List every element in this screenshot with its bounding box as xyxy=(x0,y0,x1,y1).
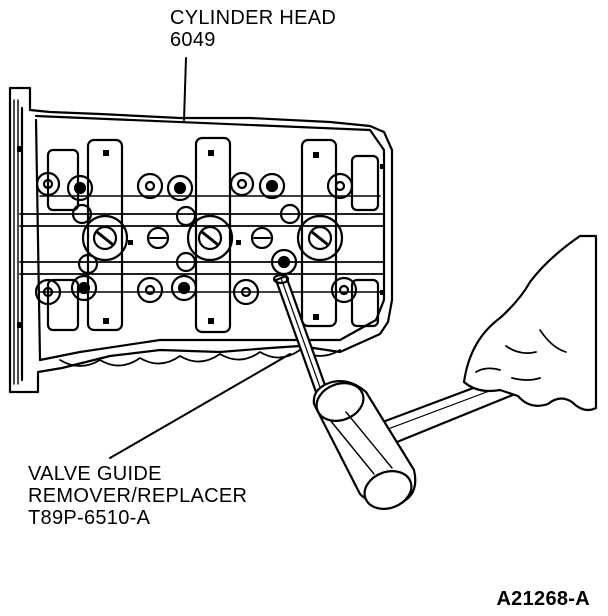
hand xyxy=(462,234,598,412)
tool-label-line1: VALVE GUIDE xyxy=(28,463,162,485)
tool-label-line3: T89P-6510-A xyxy=(28,507,151,529)
valve-bores-lower xyxy=(34,248,358,306)
cylinder-head-leader xyxy=(183,57,187,121)
cylinder-head-label: CYLINDER HEAD 6049 xyxy=(170,7,336,51)
bottom-scalloped-edge xyxy=(59,349,341,367)
camshaft-rails xyxy=(19,195,385,293)
valve-guide-leader xyxy=(109,353,291,459)
cylinder-head-part-number: 6049 xyxy=(170,29,216,51)
figure-id: A21268-A xyxy=(496,588,590,610)
cylinder-head xyxy=(8,86,394,394)
bolt-holes xyxy=(17,146,385,328)
valve-guide-tool-label: VALVE GUIDE REMOVER/REPLACER T89P-6510-A xyxy=(28,463,247,529)
hammer-striking-face xyxy=(315,382,365,422)
hammer xyxy=(312,376,522,510)
tool-label-line2: REMOVER/REPLACER xyxy=(28,485,248,507)
cylinder-head-outline xyxy=(8,86,394,394)
bearing-caps xyxy=(46,136,380,334)
valve-bores-upper xyxy=(35,171,354,227)
cylinder-head-inner-rim xyxy=(20,106,386,382)
spark-plug-wells xyxy=(81,214,344,262)
left-edge-shading xyxy=(13,99,19,385)
cylinder-head-name: CYLINDER HEAD xyxy=(170,7,337,29)
